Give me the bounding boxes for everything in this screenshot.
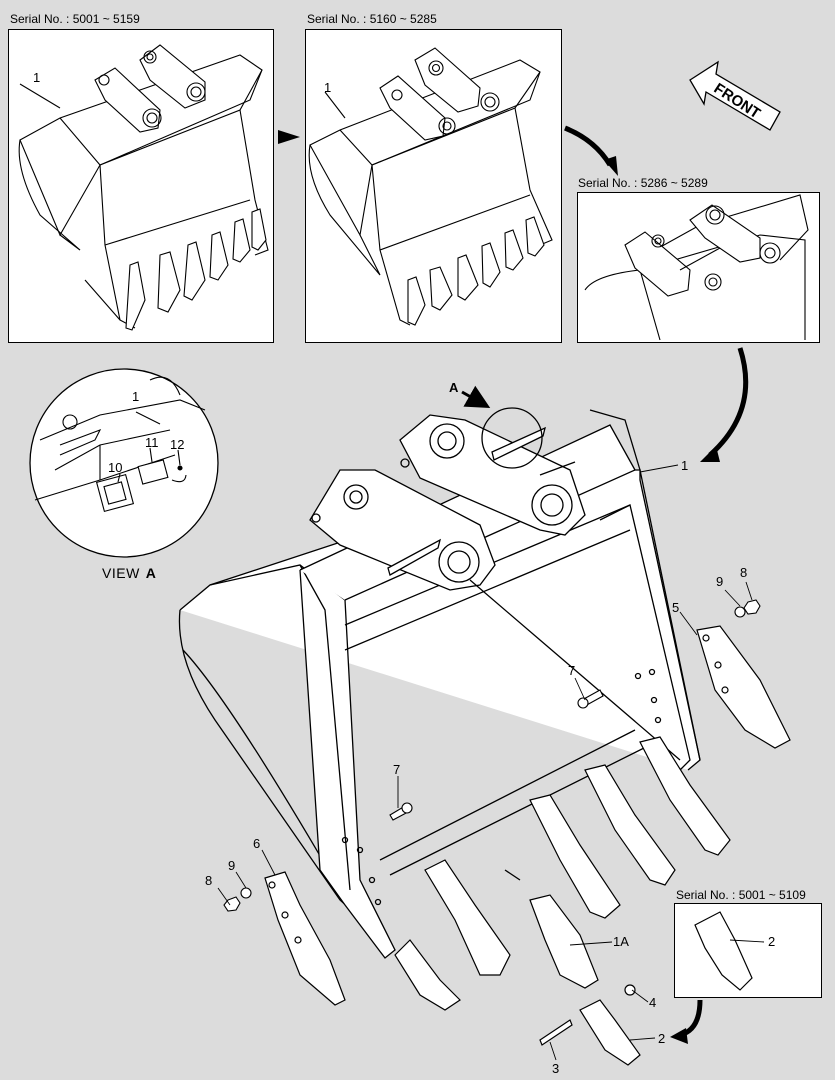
callout-side-cutter-left: 6 [253, 836, 260, 851]
hardware-right [577, 599, 761, 709]
teeth-row-early [125, 208, 267, 331]
teeth-row-mid [407, 216, 545, 326]
side-cutter-right-drawing [696, 625, 791, 749]
main-bucket-drawing [178, 407, 701, 959]
serial-label-panel3: Serial No. : 5286 ~ 5289 [578, 176, 708, 190]
view-a-arrow-label: A [449, 380, 459, 395]
side-cutter-left-drawing [264, 871, 346, 1006]
callout-side-cutter-right: 5 [672, 600, 679, 615]
serial-label-panel1: Serial No. : 5001 ~ 5159 [10, 12, 140, 26]
bucket-drawing-early [18, 44, 269, 331]
callout-adapter: 1A [613, 934, 629, 949]
front-arrow-icon [689, 60, 781, 131]
callout-nut-left: 8 [205, 873, 212, 888]
main-teeth-row [394, 736, 731, 1011]
callout-bolt-right: 7 [568, 663, 575, 678]
callout-view-11: 11 [145, 435, 159, 450]
callout-main-bucket: 1 [681, 458, 688, 473]
callout-view-bucket: 1 [132, 389, 139, 404]
callout-panel2-bucket: 1 [324, 80, 331, 95]
callout-bolt-left: 7 [393, 762, 400, 777]
tooth-assembly [539, 984, 641, 1066]
callout-view-12: 12 [170, 437, 184, 452]
view-label-prefix: VIEW [102, 565, 140, 581]
view-a-detail [29, 368, 219, 558]
callout-inset-tooth: 2 [768, 934, 775, 949]
curve-arrow-to-main [708, 347, 749, 457]
callout-tooth: 2 [658, 1031, 665, 1046]
serial-label-inset: Serial No. : 5001 ~ 5109 [676, 888, 806, 902]
bucket-drawing-late [584, 194, 809, 341]
curve-arrow-to-panel3 [564, 125, 613, 167]
bucket-drawing-mid [308, 47, 553, 326]
view-label-letter: A [145, 565, 157, 581]
callout-washer-left: 9 [228, 858, 235, 873]
callout-nut-right: 8 [740, 565, 747, 580]
serial-label-panel2: Serial No. : 5160 ~ 5285 [307, 12, 437, 26]
callout-view-10: 10 [108, 460, 122, 475]
view-a-label: VIEW A [102, 565, 156, 581]
arrow-to-panel2 [278, 130, 300, 144]
callout-washer-right: 9 [716, 574, 723, 589]
callout-lock: 4 [649, 995, 656, 1010]
callout-panel1-bucket: 1 [33, 70, 40, 85]
inset-tooth-drawing [694, 911, 753, 991]
callout-pin: 3 [552, 1061, 559, 1076]
